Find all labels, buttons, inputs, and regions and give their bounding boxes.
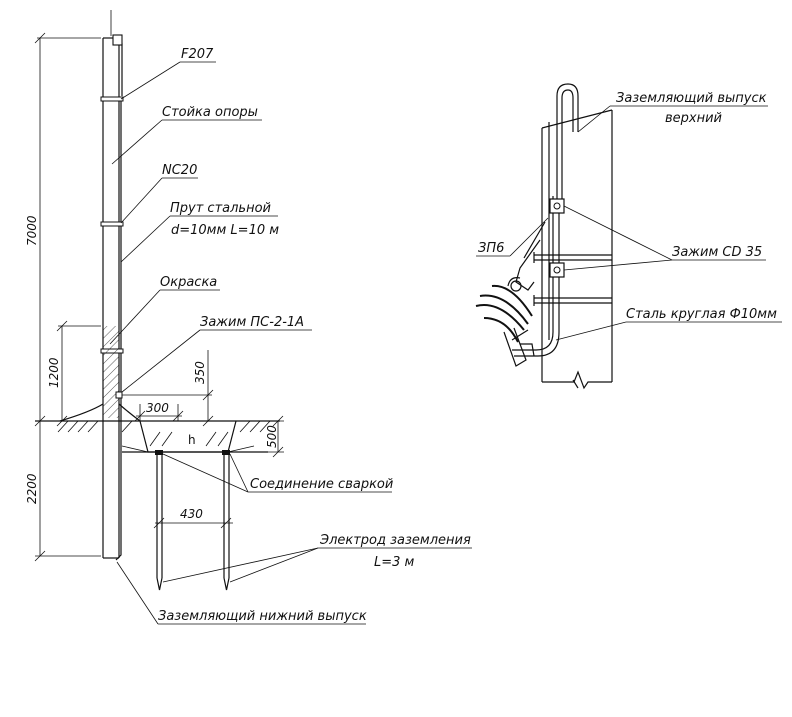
ground-hatch bbox=[57, 420, 271, 433]
label-nc20: NC20 bbox=[162, 163, 197, 178]
leader-round-steel: Сталь круглая Ф10мм bbox=[555, 307, 782, 341]
dim-2200: 2200 bbox=[25, 473, 39, 504]
dim-1200: 1200 bbox=[47, 357, 61, 388]
f207-clamp bbox=[112, 34, 123, 46]
nc20-band bbox=[100, 221, 124, 227]
label-clamp-cd: Зажим CD 35 bbox=[672, 245, 762, 260]
leader-pole: Стойка опоры bbox=[111, 105, 262, 165]
dim-350: 350 bbox=[193, 361, 207, 384]
clamp-cd35 bbox=[549, 198, 565, 214]
label-weld: Соединение сваркой bbox=[250, 477, 393, 492]
dimension-430 bbox=[153, 517, 233, 529]
weld-point bbox=[222, 450, 230, 455]
label-clamp-ps: Зажим ПС-2-1А bbox=[200, 315, 304, 330]
clamp-cd35 bbox=[549, 262, 565, 278]
leader-electrode: Электрод заземления L=3 м bbox=[162, 533, 472, 583]
zp6-bracket bbox=[515, 239, 541, 291]
dimension-300 bbox=[134, 404, 184, 422]
leader-zp6: ЗП6 bbox=[476, 217, 549, 257]
paint-zone bbox=[103, 326, 119, 418]
label-paint: Окраска bbox=[160, 275, 217, 290]
nc20-band bbox=[100, 96, 124, 102]
label-f207: F207 bbox=[181, 47, 214, 62]
dimension-350 bbox=[122, 350, 214, 427]
leader-clamp-ps: Зажим ПС-2-1А bbox=[121, 315, 312, 393]
dim-300: 300 bbox=[146, 401, 169, 415]
label-rod-2: d=10мм L=10 м bbox=[171, 223, 279, 238]
pole-view: 7000 1200 2200 350 300 500 h 430 F207 Ст… bbox=[25, 10, 472, 625]
label-electrode-1: Электрод заземления bbox=[319, 533, 471, 548]
leader-f207: F207 bbox=[120, 47, 216, 100]
label-upper-outlet-2: верхний bbox=[665, 111, 722, 126]
ground-electrode bbox=[156, 455, 163, 591]
label-round-steel: Сталь круглая Ф10мм bbox=[626, 307, 777, 322]
detail-view: Заземляющий выпуск верхний ЗП6 Зажим CD … bbox=[475, 83, 782, 390]
ground-electrode bbox=[223, 455, 230, 591]
dimension-500 bbox=[228, 415, 284, 458]
label-rod-1: Прут стальной bbox=[170, 201, 271, 216]
dim-h: h bbox=[188, 433, 196, 447]
leader-weld: Соединение сваркой bbox=[162, 453, 393, 493]
weld-point bbox=[155, 450, 163, 455]
dim-430: 430 bbox=[180, 507, 203, 521]
steel-rod bbox=[113, 35, 123, 561]
dimension-7000 bbox=[34, 32, 101, 427]
dim-7000: 7000 bbox=[25, 215, 39, 246]
dimension-1200 bbox=[56, 320, 101, 427]
dim-500: 500 bbox=[265, 425, 279, 448]
leader-lower-outlet: Заземляющий нижний выпуск bbox=[116, 561, 367, 625]
clamp-ps bbox=[115, 391, 123, 399]
label-pole: Стойка опоры bbox=[162, 105, 258, 120]
label-zp6: ЗП6 bbox=[478, 241, 504, 256]
label-upper-outlet-1: Заземляющий выпуск bbox=[616, 91, 767, 106]
label-lower-outlet: Заземляющий нижний выпуск bbox=[158, 609, 367, 624]
leader-clamp-cd: Зажим CD 35 bbox=[563, 205, 766, 271]
leader-upper-outlet: Заземляющий выпуск верхний bbox=[577, 91, 768, 133]
leader-rod: Прут стальной d=10мм L=10 м bbox=[120, 201, 279, 263]
cable-bundle bbox=[475, 277, 535, 367]
leader-paint: Окраска bbox=[109, 275, 220, 345]
label-electrode-2: L=3 м bbox=[374, 555, 415, 570]
upper-outlet bbox=[556, 83, 579, 212]
leader-nc20: NC20 bbox=[120, 163, 198, 224]
dimension-2200 bbox=[34, 421, 101, 562]
